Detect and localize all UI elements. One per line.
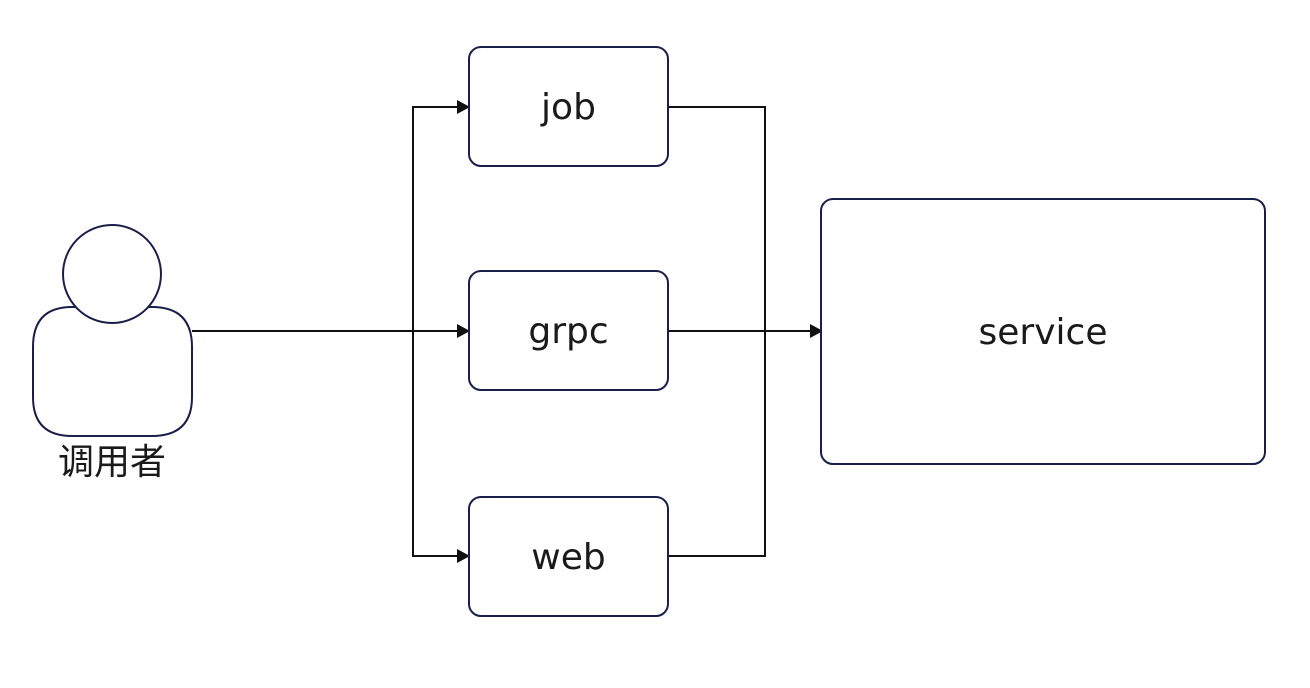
arrowhead-service — [810, 324, 823, 338]
node-job-box — [468, 46, 669, 167]
node-grpc: grpc — [468, 270, 669, 391]
node-web: web — [468, 496, 669, 617]
actor-body-icon — [32, 306, 193, 437]
node-service: service — [820, 198, 1266, 465]
arrowhead-grpc — [457, 324, 470, 338]
edge-job-to-service — [668, 106, 766, 331]
arrowhead-web — [457, 549, 470, 563]
node-service-label: service — [979, 312, 1108, 353]
actor-label: 调用者 — [58, 442, 166, 483]
edge-branch-to-job — [412, 106, 458, 331]
edge-branch-to-web — [412, 331, 458, 557]
node-grpc-label: grpc — [528, 311, 608, 352]
actor-head-icon — [62, 224, 162, 324]
node-web-label: web — [531, 537, 605, 578]
actor-caller: 调用者 — [32, 224, 193, 483]
node-job-label: job — [540, 87, 596, 128]
edge-web-to-service — [668, 331, 766, 557]
node-grpc-box — [468, 270, 669, 391]
node-web-box — [468, 496, 669, 617]
node-job: job — [468, 46, 669, 167]
arrowhead-job — [457, 100, 470, 114]
node-service-box — [820, 198, 1266, 465]
